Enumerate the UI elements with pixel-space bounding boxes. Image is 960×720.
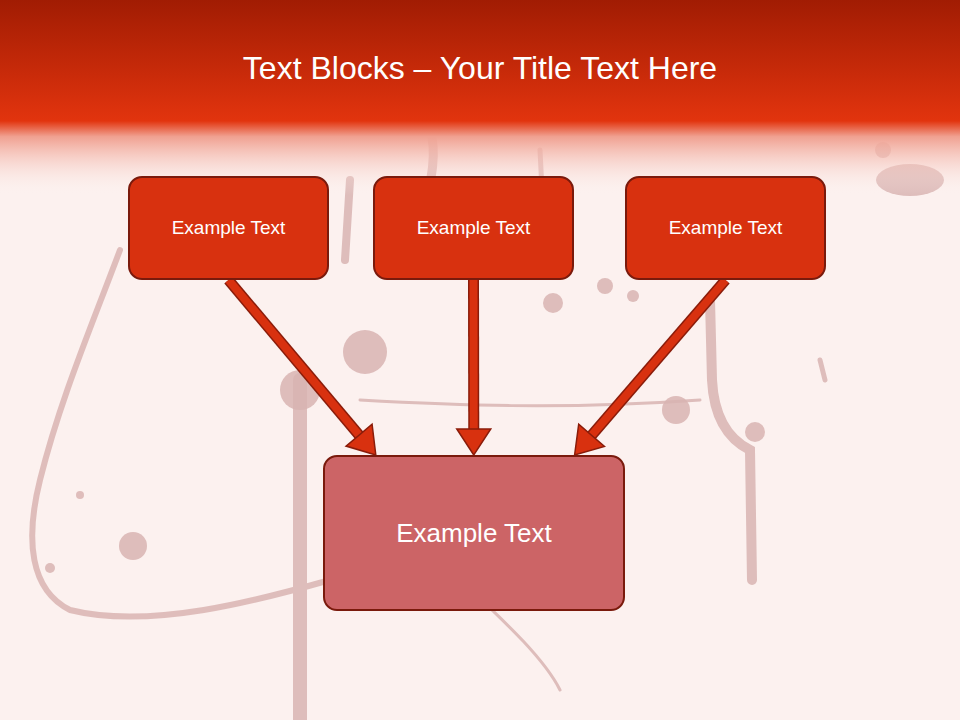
arrow-shaft [229, 280, 360, 435]
splatter [32, 130, 825, 720]
arrow-head [575, 424, 605, 455]
arrow-outline [592, 280, 726, 435]
text-block: Example Text [625, 176, 826, 280]
flow-arrow [575, 280, 726, 455]
text-block: Example Text [323, 455, 625, 611]
arrow-head [346, 424, 376, 455]
block-text: Example Text [657, 217, 795, 239]
text-block: Example Text [128, 176, 329, 280]
block-text: Example Text [160, 217, 298, 239]
slide-title: Text Blocks – Your Title Text Here [0, 50, 960, 87]
text-block: Example Text [373, 176, 574, 280]
arrow-outline [229, 280, 360, 435]
flow-arrow [457, 280, 491, 455]
arrow-shaft [592, 280, 726, 435]
title-band [0, 0, 960, 195]
arrow-outline [468, 280, 479, 429]
arrow-head [457, 429, 491, 455]
flow-arrow [229, 280, 376, 455]
arrow-shaft [470, 280, 478, 429]
block-text: Example Text [384, 518, 564, 549]
block-text: Example Text [405, 217, 543, 239]
